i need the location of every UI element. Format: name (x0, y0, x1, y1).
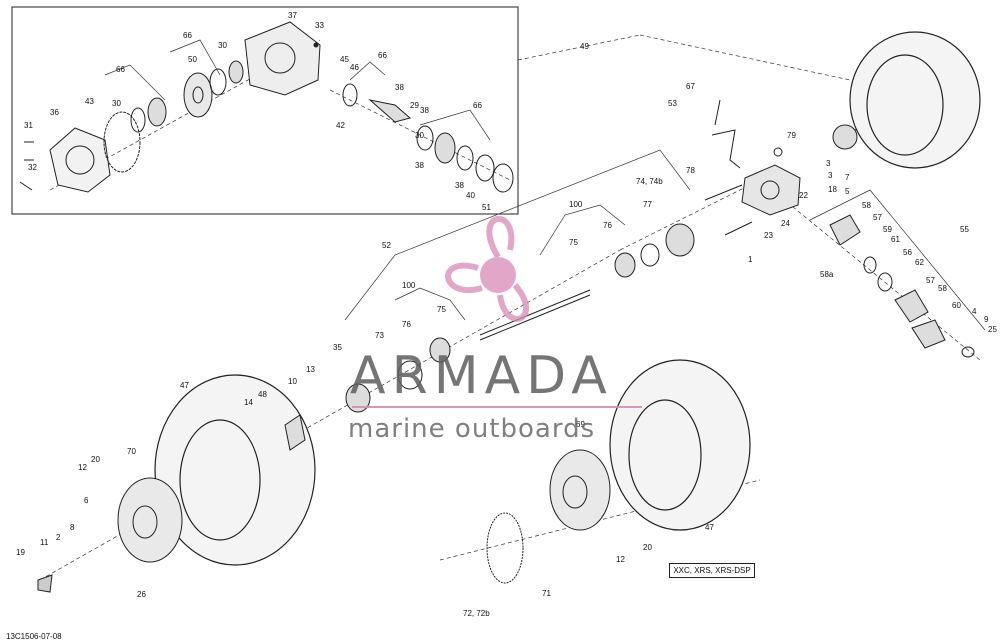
callout: 38 (455, 181, 464, 190)
callout: 76 (402, 320, 411, 329)
callout: 76 (603, 221, 612, 230)
callout: 77 (643, 200, 652, 209)
callout: 51 (482, 203, 491, 212)
callout: 66 (378, 51, 387, 60)
callout: 14 (244, 398, 253, 407)
callout: 20 (643, 543, 652, 552)
callout: 66 (183, 31, 192, 40)
variant-label: XXC, XRS, XRS-DSP (669, 563, 755, 578)
callout: 9 (984, 315, 989, 324)
callout: 58 (938, 284, 947, 293)
rims (37, 383, 611, 593)
callout: 58 (862, 201, 871, 210)
callout: 29 (410, 101, 419, 110)
inset-frame (11, 6, 519, 215)
callout: 57 (873, 213, 882, 222)
callout: 48 (258, 390, 267, 399)
callout: 52 (382, 241, 391, 250)
callout: 100 (402, 281, 416, 290)
differential-assembly (704, 99, 975, 358)
document-id: 13C1506-07-08 (6, 632, 62, 641)
callout: 56 (903, 248, 912, 257)
tires (154, 31, 981, 566)
inset-components (19, 21, 514, 193)
callout: 71 (542, 589, 551, 598)
callout: 12 (78, 463, 87, 472)
callout: 55 (960, 225, 969, 234)
callout: 3 (826, 159, 831, 168)
callout: 37 (288, 11, 297, 20)
callout: 30 (112, 99, 121, 108)
drive-shafts (397, 114, 896, 390)
callout: 6 (84, 496, 89, 505)
callout: 31 (24, 121, 33, 130)
callout: 62 (915, 258, 924, 267)
watermark-tagline: marine outboards (348, 414, 596, 444)
callout: 43 (85, 97, 94, 106)
callout-labels: 1 2 3 3 4 5 6 7 8 9 10 11 12 12 13 14 18… (16, 11, 997, 618)
callout: 13 (306, 365, 315, 374)
callout: 72, 72b (463, 609, 490, 618)
callout: 47 (705, 523, 714, 532)
callout: 59 (883, 225, 892, 234)
group-brackets (104, 39, 986, 331)
callout: 53 (668, 99, 677, 108)
callout: 66 (116, 65, 125, 74)
callout: 67 (686, 82, 695, 91)
callout: 35 (333, 343, 342, 352)
callout: 10 (288, 377, 297, 386)
callout: 46 (350, 63, 359, 72)
callout: 30 (218, 41, 227, 50)
callout: 4 (972, 307, 977, 316)
callout: 73 (375, 331, 384, 340)
callout: 30 (415, 131, 424, 140)
callout: 36 (50, 108, 59, 117)
callout: 38 (415, 161, 424, 170)
callout: 79 (787, 131, 796, 140)
callout: 50 (188, 55, 197, 64)
watermark-logo (445, 215, 530, 322)
callout: 58a (820, 270, 834, 279)
callout: 66 (473, 101, 482, 110)
callout: 38 (395, 83, 404, 92)
callout: 75 (569, 238, 578, 247)
callout: 5 (845, 187, 850, 196)
callout: 42 (336, 121, 345, 130)
callout: 18 (828, 185, 837, 194)
callout: 38 (420, 106, 429, 115)
callout: 2 (56, 533, 61, 542)
callout: 60 (952, 301, 961, 310)
callout: 20 (91, 455, 100, 464)
callout: 12 (616, 555, 625, 564)
callout: 11 (40, 538, 49, 547)
callout: 57 (926, 276, 935, 285)
watermark-brand: ARMADA (350, 346, 613, 406)
callout: 75 (437, 305, 446, 314)
callout: 26 (137, 590, 146, 599)
callout: 7 (845, 173, 850, 182)
callout: 32 (28, 163, 37, 172)
callout: 69 (576, 420, 585, 429)
callout: 33 (315, 21, 324, 30)
callout: 70 (127, 447, 136, 456)
callout: 1 (748, 255, 753, 264)
watermark-divider (352, 406, 642, 408)
callout: 25 (988, 325, 997, 334)
callout: 24 (781, 219, 790, 228)
callout: 49 (580, 42, 589, 51)
callout: 61 (891, 235, 900, 244)
callout: 100 (569, 200, 583, 209)
callout: 74, 74b (636, 177, 663, 186)
callout: 78 (686, 166, 695, 175)
callout: 23 (764, 231, 773, 240)
callout: 8 (70, 523, 75, 532)
callout: 40 (466, 191, 475, 200)
callout: 3 (828, 171, 833, 180)
callout: 47 (180, 381, 189, 390)
callout: 45 (340, 55, 349, 64)
callout: 19 (16, 548, 25, 557)
callout: 22 (799, 191, 808, 200)
